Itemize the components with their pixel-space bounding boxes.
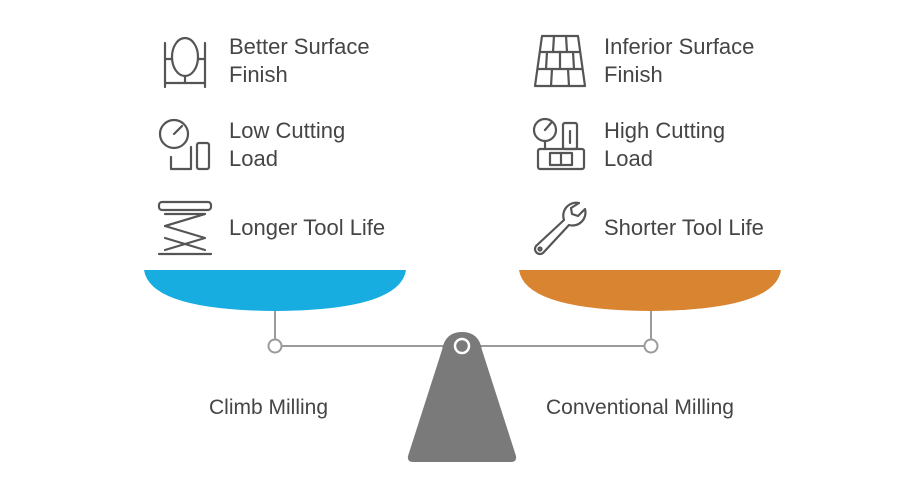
right-item-label: Inferior Surface Finish xyxy=(604,33,754,89)
right-item-surface-finish: Inferior Surface Finish xyxy=(532,33,754,89)
label-line-1: Shorter Tool Life xyxy=(604,215,764,240)
gauge-high-load-icon xyxy=(532,117,588,173)
left-item-tool-life: Longer Tool Life xyxy=(157,200,385,256)
left-side-label: Climb Milling xyxy=(209,396,329,419)
label-line-2: Load xyxy=(604,146,653,171)
right-item-tool-life: Shorter Tool Life xyxy=(532,200,764,256)
right-side-label: Conventional Milling xyxy=(546,396,734,419)
scissor-lift-icon xyxy=(157,200,213,256)
label-line-1: High Cutting xyxy=(604,118,726,143)
right-item-cutting-load: High Cutting Load xyxy=(532,117,725,173)
right-pan xyxy=(519,270,781,311)
label-line-2: Finish xyxy=(604,62,663,87)
left-beam-joint xyxy=(267,338,283,354)
gauge-low-load-icon xyxy=(157,117,213,173)
left-item-label: Low Cutting Load xyxy=(229,117,345,173)
right-item-label: High Cutting Load xyxy=(604,117,725,173)
label-line-1: Inferior Surface xyxy=(604,34,755,59)
label-line-1: Longer Tool Life xyxy=(229,215,386,240)
left-item-surface-finish: Better Surface Finish xyxy=(157,33,370,89)
wrench-icon xyxy=(532,200,588,256)
fulcrum-pivot xyxy=(453,337,471,355)
label-line-2: Finish xyxy=(229,62,288,87)
left-item-cutting-load: Low Cutting Load xyxy=(157,117,345,173)
right-beam-joint xyxy=(643,338,659,354)
brick-wall-icon xyxy=(532,33,588,89)
left-item-label: Longer Tool Life xyxy=(229,214,385,242)
left-item-label: Better Surface Finish xyxy=(229,33,370,89)
fulcrum xyxy=(407,332,517,462)
left-pan xyxy=(144,270,406,311)
label-line-1: Low Cutting xyxy=(229,118,346,143)
label-line-2: Load xyxy=(229,146,278,171)
right-item-label: Shorter Tool Life xyxy=(604,214,764,242)
label-line-1: Better Surface xyxy=(229,34,370,59)
mirror-icon xyxy=(157,33,213,89)
